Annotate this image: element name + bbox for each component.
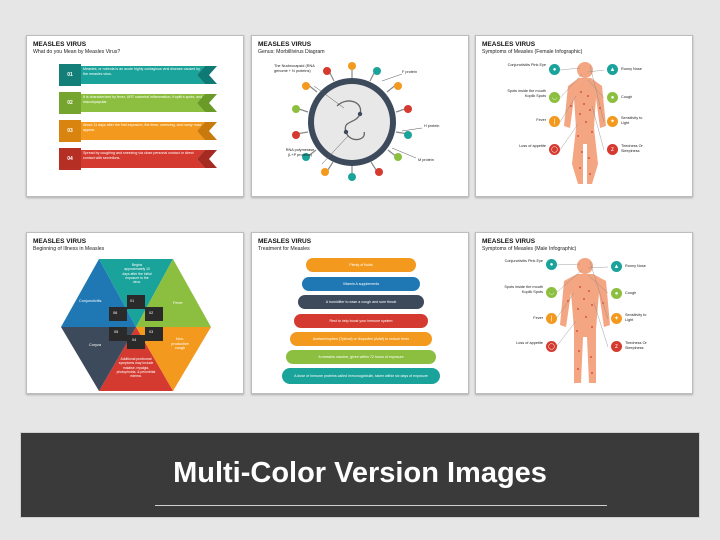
segment-number: 02 [149, 311, 154, 315]
ribbon-shape [59, 64, 217, 86]
banner-underline [155, 505, 607, 506]
symptom-label: Fever [533, 316, 543, 320]
symptom-label: Sensitivity to Light [621, 116, 643, 125]
ribbon-item: 04 Spread by coughing and sneezing via c… [59, 148, 217, 170]
segment-text: Conjunctivitis [79, 299, 102, 303]
ribbon-shape [59, 120, 217, 142]
rna-strand [336, 100, 365, 141]
slide-subtitle: Symptoms of Measles (Female Infographic) [482, 49, 583, 55]
slide-thumbnail-illness-beginning[interactable]: MEASLES VIRUS Beginning of Illness in Me… [26, 232, 244, 394]
virus-spikes [292, 62, 412, 181]
symptom-label: Conjunctivitis Pink Eye [507, 63, 546, 67]
segment-text: Non-productive cough [171, 337, 189, 351]
sleep-icon: z [607, 144, 618, 155]
symptom-label: Cough [621, 95, 633, 99]
plate-icon: ◯ [546, 341, 557, 352]
nucleocapsid-label: The Nucleocapsid (RNA genome + N protein… [274, 64, 315, 73]
segment-text: Begins approximately 10 days after the i… [122, 263, 152, 284]
virus-diagram [292, 62, 423, 181]
h-protein-label: H protein [424, 124, 440, 128]
cough-icon: ● [611, 288, 622, 299]
slide-subtitle: Treatment for Measles [258, 246, 310, 252]
lightbulb-icon: ✦ [611, 313, 622, 324]
ribbon-number: 02 [67, 100, 73, 106]
segment-number: 05 [114, 330, 119, 334]
footer-banner: Multi-Color Version Images [20, 432, 700, 518]
ribbon-text: It is characterized by fever, URT catarr… [83, 95, 203, 104]
treatment-step: Acetaminophen (Tylenol) or Ibuprofen (Ad… [290, 332, 432, 346]
ribbon-number: 03 [67, 128, 73, 134]
thermometer-icon: ❘ [549, 116, 560, 127]
ribbon-shape [59, 92, 217, 114]
rna-polymerase-label: RNA polymerase (L+P proteins) [285, 148, 315, 157]
ribbon-number: 01 [67, 72, 73, 78]
slide-subtitle: Genus: Morbillivirus Diagram [258, 49, 325, 55]
eye-icon: ● [549, 64, 560, 75]
f-protein-label: F protein [402, 70, 417, 74]
segment-number: 04 [132, 338, 137, 342]
ribbon-item: 02 It is characterized by fever, URT cat… [59, 92, 217, 114]
slide-title: MEASLES VIRUS [258, 41, 312, 48]
ribbon-number: 04 [67, 156, 73, 162]
mouth-icon: ◡ [546, 287, 557, 298]
treatment-step: Vitamin A supplements [302, 277, 420, 291]
slide-thumbnail-female-symptoms[interactable]: MEASLES VIRUS Symptoms of Measles (Femal… [475, 35, 693, 197]
ribbon-item: 03 About 11 days after the first exposur… [59, 120, 217, 142]
treatment-step: Rest to help boost your immune system [294, 314, 428, 328]
slide-title: MEASLES VIRUS [258, 238, 312, 245]
cough-icon: ● [607, 92, 618, 103]
treatment-step: A humidifier to ease a cough and sore th… [298, 295, 424, 309]
slide-thumbnail-virus-diagram[interactable]: MEASLES VIRUS Genus: Morbillivirus Diagr… [251, 35, 469, 197]
slide-subtitle: Beginning of Illness in Measles [33, 246, 105, 252]
segment-number: 01 [130, 299, 135, 303]
symptom-label: Cough [625, 291, 637, 295]
slide-thumbnail-male-symptoms[interactable]: MEASLES VIRUS Symptoms of Measles (Male … [475, 232, 693, 394]
slide-title: MEASLES VIRUS [33, 238, 87, 245]
mouth-icon: ◡ [549, 92, 560, 103]
ribbon-text: About 11 days after the first exposure, … [83, 123, 202, 132]
symptom-label: Loss of appetite [516, 341, 543, 345]
symptom-label: Runny Nose [621, 67, 642, 71]
symptom-label: Runny Nose [625, 264, 646, 268]
segment-text: Additional prodromal symptoms may includ… [116, 357, 156, 378]
slide-subtitle: Symptoms of Measles (Male Infographic) [482, 246, 577, 252]
treatment-step: Plenty of fluids [306, 258, 416, 272]
ribbon-text: Spread by coughing and sneezing via clos… [83, 151, 194, 160]
symptom-label: Sensitivity to Light [625, 313, 647, 322]
nose-icon: ▲ [611, 261, 622, 272]
m-protein-label: M protein [418, 158, 434, 162]
symptom-label: Loss of appetite [519, 144, 546, 148]
sleep-icon: z [611, 341, 622, 352]
thermometer-icon: ❘ [546, 313, 557, 324]
slide-title: MEASLES VIRUS [482, 238, 536, 245]
symptom-label: Fever [536, 118, 546, 122]
treatment-step: A measles vaccine, given within 72 hours… [286, 350, 436, 364]
symptom-label: Tiredness Or Sleepiness [621, 144, 643, 153]
slide-thumbnail-treatment[interactable]: MEASLES VIRUS Treatment for Measles Plen… [251, 232, 469, 394]
symptom-label: Conjunctivitis Pink Eye [504, 259, 543, 263]
symptom-label: Spots inside the mouth Koplik Spots [504, 285, 543, 294]
hexagon-diagram [61, 259, 211, 391]
lightbulb-icon: ✦ [607, 116, 618, 127]
ribbon-text: Measles, or rubeola is an acute highly c… [83, 67, 201, 76]
male-body-figure [555, 258, 610, 383]
plate-icon: ◯ [549, 144, 560, 155]
segment-number: 03 [149, 330, 154, 334]
ribbon-shape [59, 148, 217, 170]
symptom-label: Spots inside the mouth Koplik Spots [507, 89, 546, 98]
eye-icon: ● [546, 259, 557, 270]
treatment-step: A dose of immune proteins called immunog… [282, 368, 440, 384]
segment-text: Coryza [89, 343, 102, 347]
nose-icon: ▲ [607, 64, 618, 75]
banner-title: Multi-Color Version Images [173, 457, 547, 489]
segment-text: Fever [173, 301, 183, 305]
ribbon-item: 01 Measles, or rubeola is an acute highl… [59, 64, 217, 86]
symptom-label: Tiredness Or Sleepiness [625, 341, 647, 350]
slide-thumbnail-what-is-measles[interactable]: MEASLES VIRUS What do you Mean by Measle… [26, 35, 244, 197]
slide-title: MEASLES VIRUS [33, 41, 87, 48]
slide-subtitle: What do you Mean by Measles Virus? [33, 49, 121, 55]
female-body-figure [559, 62, 606, 184]
slide-title: MEASLES VIRUS [482, 41, 536, 48]
segment-number: 06 [113, 311, 118, 315]
